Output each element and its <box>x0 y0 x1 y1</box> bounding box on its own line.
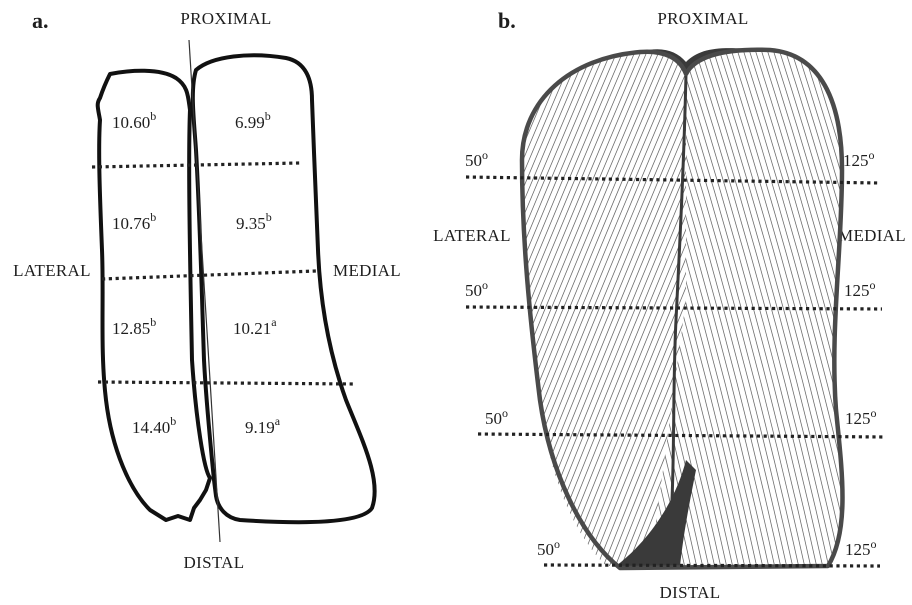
panel-a-medial-value-2: 9.35b <box>236 210 272 233</box>
lateral-fiber-line <box>368 40 598 600</box>
medial-fiber-line <box>314 40 464 600</box>
medial-fiber-line <box>386 40 536 600</box>
panel-a-medial-label: MEDIAL <box>333 261 401 280</box>
lateral-fiber-line <box>266 40 496 600</box>
panel-b-label: b. <box>498 8 516 33</box>
lateral-fiber-line <box>260 40 490 600</box>
medial-fiber-line <box>326 40 476 600</box>
medial-fiber-line <box>356 40 506 600</box>
medial-fiber-line <box>362 40 512 600</box>
medial-fiber-line <box>476 40 626 600</box>
medial-fiber-line <box>806 40 912 600</box>
panel-a-medial-value-3: 10.21a <box>233 315 277 338</box>
panel-b-lateral-angle-1: 50o <box>465 148 488 170</box>
lateral-fiber-line <box>350 40 580 600</box>
medial-fiber-line <box>398 40 548 600</box>
medial-fiber-line <box>392 40 542 600</box>
medial-fiber-line <box>488 40 638 600</box>
lateral-fiber-line <box>272 40 502 600</box>
lateral-fiber-line <box>782 40 912 600</box>
panel-a-medial-outline <box>193 55 375 522</box>
medial-fiber-line <box>308 40 458 600</box>
lateral-fiber-line <box>356 40 586 600</box>
lateral-fiber-line <box>308 40 538 600</box>
medial-fiber-line <box>320 40 470 600</box>
medial-fiber-line <box>494 40 644 600</box>
medial-fiber-line <box>344 40 494 600</box>
medial-fiber-line <box>296 40 446 600</box>
lateral-fiber-line <box>338 40 568 600</box>
medial-fiber-line <box>482 40 632 600</box>
panel-b-level-line-3 <box>478 434 886 437</box>
panel-a-lateral-value-3: 12.85b <box>112 315 156 338</box>
panel-b-level-line-1 <box>466 177 880 183</box>
medial-fiber-line <box>782 40 912 600</box>
panel-a-proximal-label: PROXIMAL <box>180 9 271 28</box>
panel-a-divider-2 <box>102 271 316 279</box>
panel-a-distal-label: DISTAL <box>184 553 245 572</box>
panel-a-label: a. <box>32 8 49 33</box>
panel-a-lateral-value-1: 10.60b <box>112 109 156 132</box>
medial-fiber-line <box>374 40 524 600</box>
medial-fiber-line <box>434 40 584 600</box>
lateral-fiber-line <box>284 40 514 600</box>
panel-b-lateral-angle-3: 50o <box>485 406 508 428</box>
panel-a-lateral-value-4: 14.40b <box>132 414 176 437</box>
lateral-fiber-line <box>362 40 592 600</box>
lateral-fiber-line <box>374 40 604 600</box>
panel-b-medial-angle-4: 125o <box>845 537 877 559</box>
panel-b-lateral-angle-2: 50o <box>465 278 488 300</box>
panel-b-medial-label: MEDIAL <box>838 226 906 245</box>
panel-b-lateral-label: LATERAL <box>433 226 511 245</box>
panel-b-medial-angle-3: 125o <box>845 406 877 428</box>
panel-b-medial-fibers <box>290 40 912 600</box>
lateral-fiber-line <box>302 40 532 600</box>
medial-fiber-line <box>812 40 912 600</box>
panel-a-divider-1 <box>92 163 300 167</box>
panel-a-lateral-value-2: 10.76b <box>112 210 156 233</box>
lateral-fiber-line <box>296 40 526 600</box>
medial-fiber-line <box>410 40 560 600</box>
lateral-fiber-line <box>314 40 544 600</box>
panel-a-medial-value-4: 9.19a <box>245 414 281 437</box>
lateral-fiber-line <box>344 40 574 600</box>
panel-b-proximal-label: PROXIMAL <box>657 9 748 28</box>
medial-fiber-line <box>470 40 620 600</box>
panel-b: b. PROXIMAL DISTAL LATERAL MEDIAL 50o 50… <box>260 8 912 602</box>
medial-fiber-line <box>422 40 572 600</box>
medial-fiber-line <box>440 40 590 600</box>
medial-fiber-line <box>380 40 530 600</box>
panel-b-medial-angle-1: 125o <box>843 148 875 170</box>
panel-b-level-line-2 <box>466 307 882 309</box>
panel-b-distal-label: DISTAL <box>660 583 721 602</box>
panel-a-divider-3 <box>98 382 356 384</box>
medial-fiber-line <box>446 40 596 600</box>
panel-a-medial-value-1: 6.99b <box>235 109 271 132</box>
panel-a: a. PROXIMAL DISTAL LATERAL MEDIAL 10.60b… <box>13 8 401 572</box>
panel-b-medial-angle-2: 125o <box>844 278 876 300</box>
lateral-fiber-line <box>788 40 912 600</box>
panel-b-lateral-angle-4: 50o <box>537 537 560 559</box>
medial-fiber-line <box>416 40 566 600</box>
medial-fiber-line <box>428 40 578 600</box>
medial-fiber-line <box>368 40 518 600</box>
medial-fiber-line <box>464 40 614 600</box>
panel-a-lateral-label: LATERAL <box>13 261 91 280</box>
medial-fiber-line <box>350 40 500 600</box>
medial-fiber-line <box>788 40 912 600</box>
